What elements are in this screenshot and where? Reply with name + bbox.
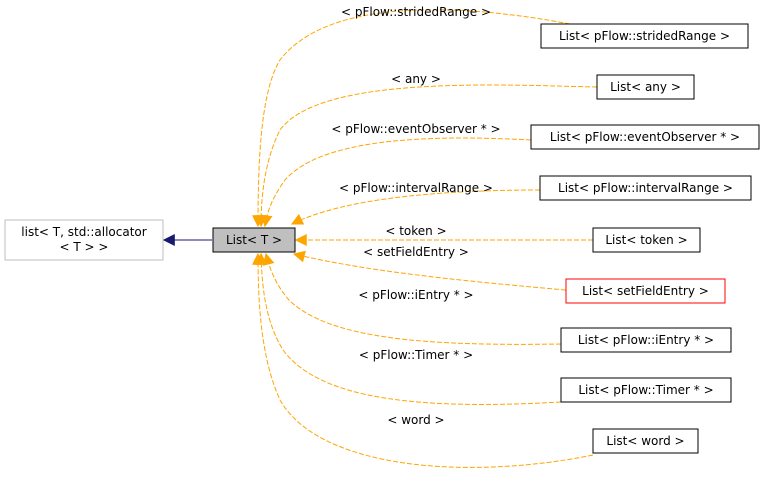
base-class-node[interactable]: list< T, std::allocator < T > > (4, 219, 164, 261)
edge-label-stridedrange: < pFlow::stridedRange > (341, 5, 491, 19)
instantiation-node-token[interactable]: List< token > (592, 227, 701, 253)
edge-label-token: < token > (385, 224, 446, 238)
base-class-label-line2: < T > > (60, 240, 109, 254)
instantiation-node-word[interactable]: List< word > (592, 428, 699, 454)
instantiation-node-timer[interactable]: List< pFlow::Timer * > (560, 377, 732, 403)
base-class-label-line1: list< T, std::allocator (21, 225, 146, 239)
edge-intervalrange (290, 189, 541, 225)
edge-eventobserver (260, 137, 532, 228)
instantiation-node-ientry[interactable]: List< pFlow::iEntry * > (560, 327, 732, 353)
instantiation-label-timer: List< pFlow::Timer * > (578, 383, 713, 397)
edge-label-eventobserver: < pFlow::eventObserver * > (331, 122, 500, 136)
instantiation-label-intervalrange: List< pFlow::intervalRange > (558, 181, 733, 195)
edge-stridedrange (252, 9, 571, 228)
instantiation-node-stridedrange[interactable]: List< pFlow::stridedRange > (540, 23, 749, 49)
instantiation-node-setfieldentry[interactable]: List< setFieldEntry > (565, 278, 726, 304)
edge-any (255, 84, 598, 228)
focus-class-label: List< T > (226, 233, 282, 247)
edge-label-any: < any > (391, 72, 441, 86)
edge-label-word: < word > (387, 413, 444, 427)
instantiation-label-setfieldentry: List< setFieldEntry > (582, 284, 709, 298)
edge-labels: < pFlow::stridedRange > < any > < pFlow:… (331, 5, 500, 427)
edge-label-intervalrange: < pFlow::intervalRange > (339, 181, 493, 195)
instantiation-node-any[interactable]: List< any > (596, 74, 695, 100)
instantiation-label-any: List< any > (610, 80, 681, 94)
instantiation-label-word: List< word > (606, 434, 684, 448)
edge-label-timer: < pFlow::Timer * > (359, 348, 473, 362)
instantiation-label-token: List< token > (605, 233, 687, 247)
edge-timer (255, 252, 562, 405)
instantiation-label-ientry: List< pFlow::iEntry * > (578, 333, 714, 347)
edge-word (252, 252, 594, 468)
instantiation-node-eventobserver[interactable]: List< pFlow::eventObserver * > (530, 124, 760, 150)
edge-label-setfieldentry: < setFieldEntry > (363, 245, 469, 259)
focus-class-node: List< T > (212, 227, 296, 253)
edge-label-ientry: < pFlow::iEntry * > (358, 288, 473, 302)
edge-ientry (262, 252, 562, 345)
instantiation-node-intervalrange[interactable]: List< pFlow::intervalRange > (539, 175, 752, 201)
instantiation-label-eventobserver: List< pFlow::eventObserver * > (550, 130, 740, 144)
edge-setfieldentry (292, 250, 567, 291)
instantiation-label-stridedrange: List< pFlow::stridedRange > (559, 29, 730, 43)
template-edges (252, 9, 598, 468)
